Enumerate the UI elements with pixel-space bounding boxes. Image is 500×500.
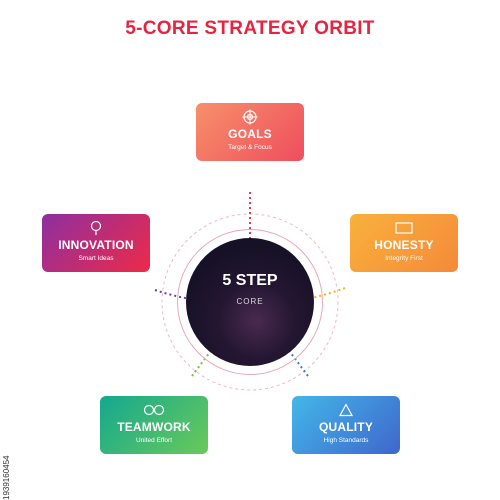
teamwork-card: TEAMWORK United Effort xyxy=(100,396,208,454)
core-ring xyxy=(177,229,323,375)
stock-id-text: 1939160454 xyxy=(2,455,11,500)
goals-sublabel: Target & Focus xyxy=(228,144,272,151)
quality-label: QUALITY xyxy=(318,420,374,434)
core-title: 5 STEP xyxy=(222,272,278,289)
innovation-card: INNOVATION Smart Ideas xyxy=(42,214,150,272)
honesty-label: HONESTY xyxy=(374,238,434,252)
honesty-sublabel: Integrity First xyxy=(385,255,423,262)
honesty-card: HONESTY Integrity First xyxy=(350,214,458,272)
rectangle-icon xyxy=(350,220,458,236)
goals-label: GOALS xyxy=(228,127,272,141)
quality-card: QUALITY High Standards xyxy=(292,396,400,454)
core-circle xyxy=(186,238,314,366)
goals-card: GOALS Target & Focus xyxy=(196,103,304,161)
quality-sublabel: High Standards xyxy=(323,437,369,444)
two-circles-icon xyxy=(100,402,208,418)
innovation-label: INNOVATION xyxy=(58,238,134,252)
crosshair-icon xyxy=(196,109,304,125)
diagram-title: 5-CORE STRATEGY ORBIT xyxy=(125,18,375,39)
innovation-sublabel: Smart Ideas xyxy=(78,255,114,262)
teamwork-sublabel: United Effort xyxy=(135,437,172,444)
lightbulb-icon xyxy=(42,220,150,236)
teamwork-label: TEAMWORK xyxy=(117,420,191,434)
triangle-icon xyxy=(292,402,400,418)
core-subtitle: CORE xyxy=(236,297,264,306)
